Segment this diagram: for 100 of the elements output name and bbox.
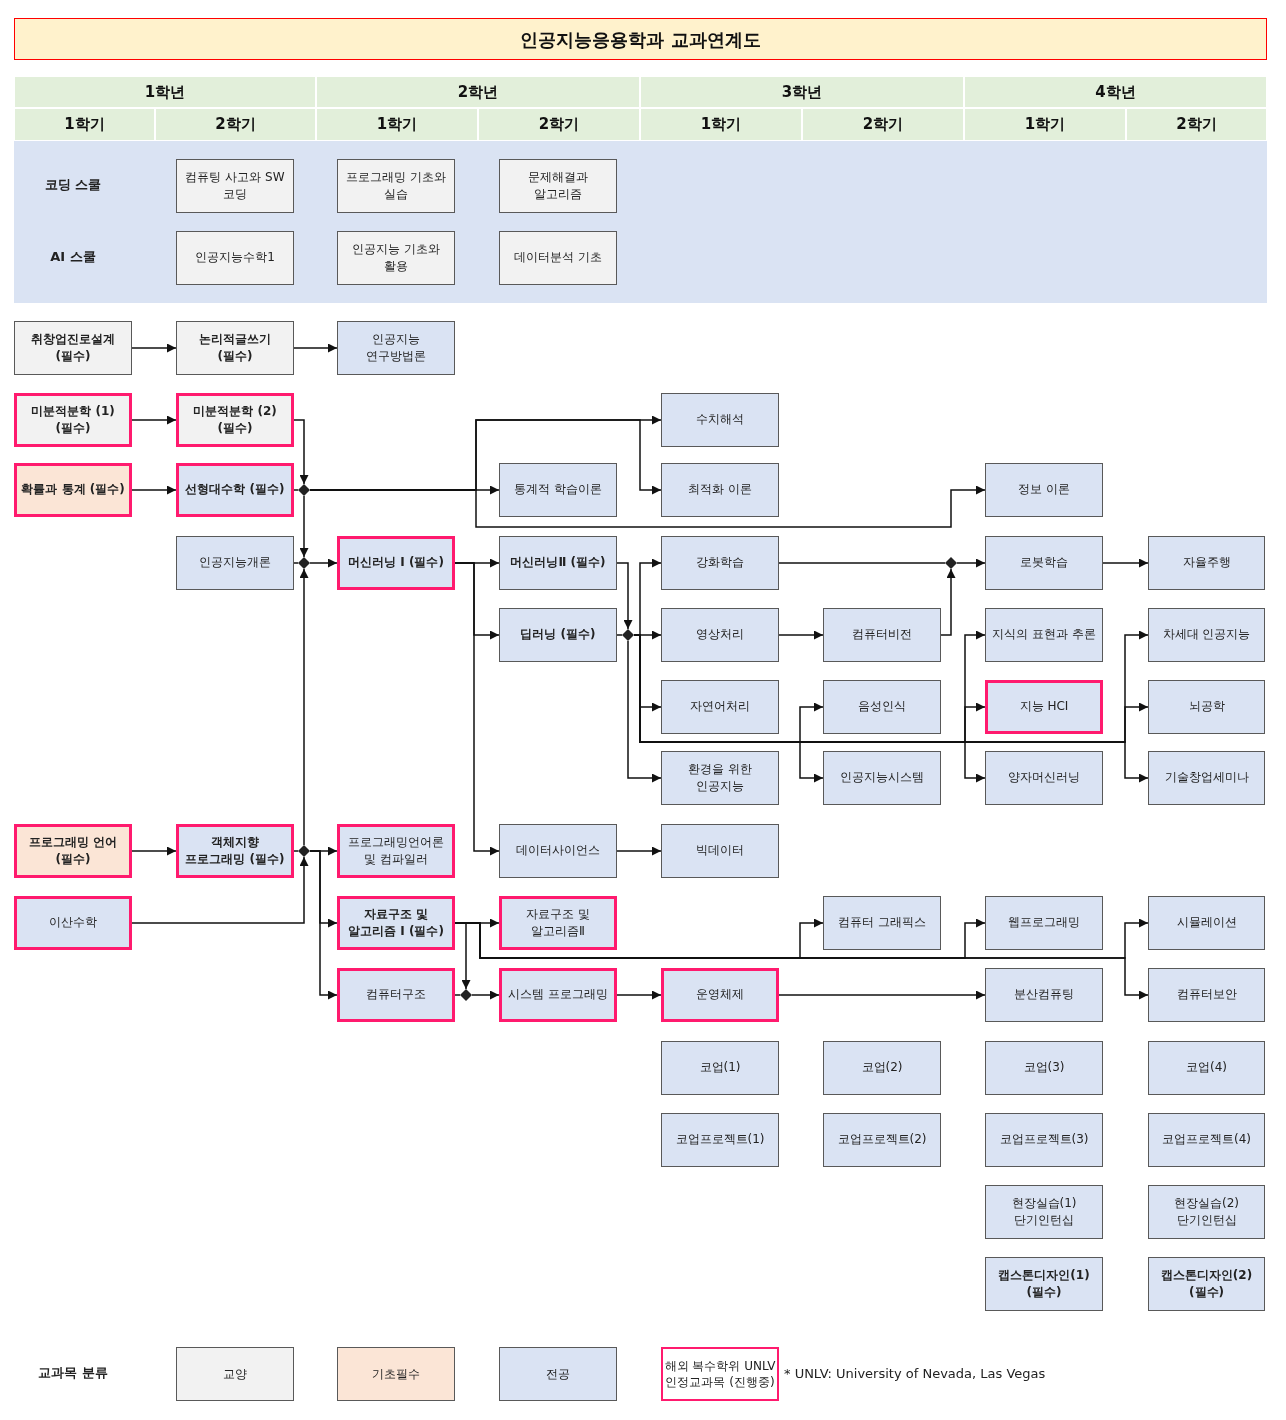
course-name: 컴퓨팅 사고와 SW 코딩 (184, 168, 286, 203)
semester-header: 2학기 (802, 108, 964, 141)
course-name: 선형대수학 (필수) (185, 481, 285, 499)
course-name: 코업(1) (699, 1059, 741, 1077)
course-name: 빅데이터 (696, 842, 744, 860)
title-banner: 인공지능응용학과 교과연계도 (14, 18, 1267, 60)
course-box (985, 680, 1103, 734)
arrow (309, 558, 338, 568)
course-name: 기술창업세미나 (1164, 769, 1249, 787)
course-box (499, 159, 617, 213)
course-name: 시스템 프로그래밍 (508, 986, 608, 1004)
course-box (985, 751, 1103, 805)
track-label: 코딩 스쿨 (43, 176, 103, 195)
course-name: 영상처리 (696, 626, 744, 644)
course-box (1148, 1113, 1265, 1167)
course-name: 현장실습(2) 단기인턴십 (1173, 1194, 1240, 1229)
course-box (985, 536, 1103, 590)
course-name: 딥러닝 (필수) (520, 626, 596, 644)
course-box (661, 608, 779, 662)
course-name: 컴퓨터구조 (366, 986, 426, 1004)
legend-title: 교과목 분류 (37, 1364, 109, 1383)
course-box (499, 896, 617, 950)
course-name: 환경을 위한 인공지능 (687, 760, 753, 795)
course-box (14, 463, 132, 517)
course-name: 자율주행 (1182, 554, 1231, 572)
arrow (131, 485, 177, 495)
arrow (1102, 558, 1149, 568)
course-box (823, 1113, 941, 1167)
course-name: 이산수학 (49, 914, 97, 932)
course-name: 미분적분학 (1) (필수) (30, 402, 116, 437)
course-box (823, 751, 941, 805)
course-name: 자료구조 및 알고리즘Ⅱ (525, 905, 591, 940)
connector-line (778, 562, 946, 564)
course-box (337, 159, 455, 213)
course-name: 코업프로젝트(1) (675, 1131, 765, 1149)
course-box (337, 896, 455, 950)
course-box (337, 824, 455, 878)
school-band (14, 141, 1267, 303)
course-box (337, 231, 455, 285)
year-header: 3학년 (640, 76, 964, 108)
arrow (309, 850, 338, 1000)
course-name: 뇌공학 (1188, 698, 1225, 716)
semester-header: 1학기 (316, 108, 478, 141)
arrow (616, 846, 662, 856)
course-name: 코업(2) (861, 1059, 903, 1077)
year-header: 1학년 (14, 76, 316, 108)
course-box (661, 536, 779, 590)
course-box (1148, 680, 1265, 734)
legend-label: 해외 복수학위 UNLV 인정교과목 (진행중) (663, 1357, 777, 1391)
course-box (823, 608, 941, 662)
course-name: 캡스톤디자인(2) (필수) (1159, 1266, 1254, 1301)
arrow (131, 846, 177, 856)
course-box (499, 608, 617, 662)
course-box (14, 321, 132, 375)
year-header: 4학년 (964, 76, 1267, 108)
course-name: 지능 HCI (1019, 698, 1069, 716)
arrow (471, 990, 500, 1000)
arrow (299, 495, 309, 558)
arrow (131, 856, 309, 924)
course-box (661, 680, 779, 734)
course-name: 미분적분학 (2) (필수) (192, 402, 278, 437)
course-name: 자료구조 및 알고리즘 Ⅰ (필수) (347, 905, 445, 940)
course-box (661, 1113, 779, 1167)
connector-line (454, 994, 461, 996)
course-box (985, 1113, 1103, 1167)
course-box (1148, 896, 1265, 950)
course-name: 차세대 인공지능 (1162, 626, 1251, 644)
course-box (1148, 968, 1265, 1022)
course-box (985, 463, 1103, 517)
course-box (337, 321, 455, 375)
arrow (293, 419, 309, 485)
course-box (499, 536, 617, 590)
course-box (823, 896, 941, 950)
course-box (176, 536, 294, 590)
course-box (985, 968, 1103, 1022)
course-name: 강화학습 (696, 554, 744, 572)
course-name: 코업(4) (1186, 1059, 1227, 1077)
course-name: 인공지능시스템 (840, 769, 924, 787)
course-name: 캡스톤디자인(1) (필수) (997, 1266, 1091, 1301)
course-name: 확률과 통계 (필수) (21, 481, 125, 499)
course-box (337, 536, 455, 590)
course-box (661, 751, 779, 805)
arrow (131, 343, 177, 353)
course-name: 양자머신러닝 (1008, 769, 1080, 787)
course-name: 프로그래밍 기초와 실습 (345, 168, 447, 203)
course-box (985, 896, 1103, 950)
course-name: 음성인식 (858, 698, 906, 716)
course-name: 자연어처리 (690, 698, 750, 716)
course-name: 정보 이론 (1018, 481, 1070, 499)
course-name: 컴퓨터 그래픽스 (838, 914, 926, 932)
course-name: 코업프로젝트(3) (999, 1131, 1089, 1149)
legend-label: 전공 (546, 1365, 570, 1383)
year-header: 2학년 (316, 76, 640, 108)
legend-label: 교양 (223, 1365, 247, 1383)
course-box (176, 321, 294, 375)
course-name: 인공지능개론 (199, 554, 271, 572)
connector-line (293, 562, 299, 564)
arrow (940, 568, 956, 636)
course-box (1148, 608, 1265, 662)
course-box (176, 393, 294, 447)
